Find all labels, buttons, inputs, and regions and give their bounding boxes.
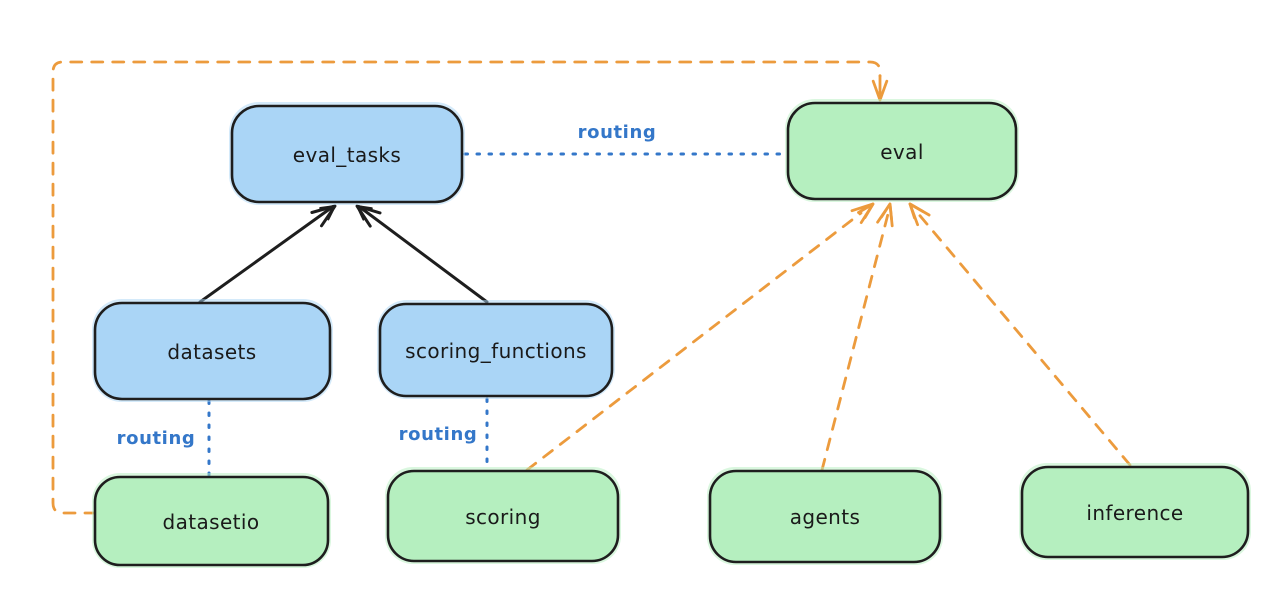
edge-scoring-functions-to-scoring: routing [399,397,489,471]
arrowhead-icon [355,204,382,228]
node-label: datasets [167,340,256,364]
node-box [786,101,1018,201]
node-box [93,301,332,401]
arrow-shaft [359,206,489,304]
node-label: eval_tasks [293,143,401,167]
edge-inference-to-eval [908,202,1132,467]
node-box [708,469,942,564]
arrowhead-inner-stroke [857,202,875,219]
dashed-path [820,212,890,472]
node-label: inference [1086,501,1183,525]
dashed-path [914,209,1132,467]
node-box [93,475,330,567]
routing-label: routing [578,122,657,143]
node-scoring: scoring [385,467,621,564]
node-inference: inference [1019,463,1251,560]
edge-datasets-to-datasetio: routing [117,399,211,477]
node-agents: agents [707,467,943,565]
arrowhead-inner-stroke [908,202,925,220]
node-box [378,302,614,398]
node-label: datasetio [162,510,259,534]
edge-agents-to-eval [820,202,894,472]
arrow-shaft [198,206,333,304]
dashed-path [51,60,882,515]
node-label: scoring [465,505,541,529]
arrowhead-inner-stroke [319,205,336,221]
arrowhead-icon [310,204,337,228]
node-box [386,469,620,563]
routing-label: routing [399,424,478,445]
node-eval-tasks: eval_tasks [229,102,465,205]
edge-eval-tasks-to-eval: routing [463,122,788,156]
node-datasetio: datasetio [92,473,331,568]
arrowhead-inner-stroke [880,202,893,221]
routing-label: routing [117,428,196,449]
node-box [230,104,464,204]
arrowhead-inner-stroke [356,205,373,221]
edge-datasets-to-eval-tasks [198,204,337,304]
node-datasets: datasets [92,299,333,402]
node-eval: eval [785,99,1019,202]
dashed-path [525,211,863,472]
node-label: agents [790,505,861,529]
node-label: eval [880,140,924,164]
node-scoring-functions: scoring_functions [377,300,615,399]
node-label: scoring_functions [405,339,587,363]
edge-scoring-to-eval [525,202,875,472]
node-box [1020,465,1250,559]
edge-scoring-functions-to-eval-tasks [355,204,489,304]
